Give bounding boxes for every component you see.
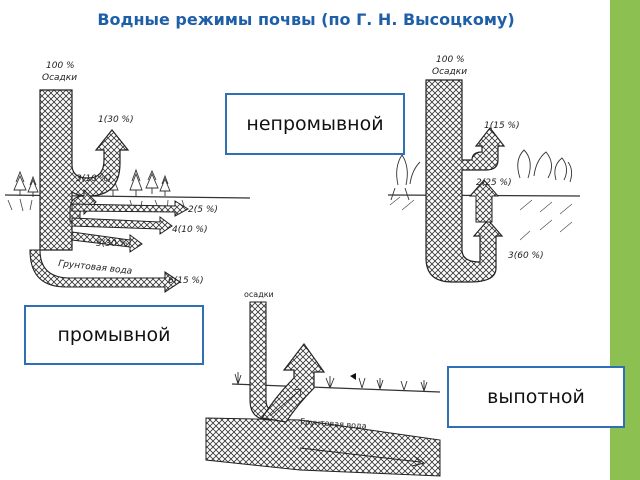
label-flow-1-left: 1(30 %): [98, 115, 134, 125]
label-top-osadki-left: Осадки: [42, 73, 77, 83]
label-top-osadki-right: Осадки: [432, 67, 467, 77]
label-top-osadki-bottom: осадки: [244, 290, 274, 299]
flow-arrow-2-right: [468, 179, 500, 223]
label-nepromyvnoy-text: непромывной: [246, 113, 384, 135]
label-flow-2-right: 2(25 %): [476, 178, 512, 188]
label-flow-2-left: 2(5 %): [188, 205, 218, 215]
capillary-rise-arrow: [261, 342, 326, 423]
label-promyvnoy-text: промывной: [57, 324, 171, 346]
groundwater-layer: [205, 417, 441, 477]
page-title: Водные режимы почвы (по Г. Н. Высоцкому): [97, 10, 515, 29]
label-flow-3-right: 3(60 %): [508, 251, 544, 261]
plant-icons-bottom: [234, 372, 428, 392]
label-vypotnoy: выпотной: [447, 366, 625, 428]
grass-icons-right: [390, 149, 573, 201]
soil-surface-bottom: [231, 383, 441, 393]
label-flow-1-right: 1(15 %): [484, 121, 520, 131]
label-flow-3-left: 3(10 %): [76, 174, 112, 184]
tree-icons-left: [13, 168, 171, 197]
label-flow-4-left: 4(10 %): [172, 225, 208, 235]
groundwater-flow-line: [299, 447, 421, 463]
label-top-percent-left: 100 %: [46, 61, 75, 71]
label-flow-5-left: 5(30 %): [96, 239, 132, 249]
label-flow-6-left: 6(15 %): [168, 276, 204, 286]
flow-arrow-6: [29, 249, 181, 294]
label-nepromyvnoy: непромывной: [225, 93, 405, 155]
diagram-nepromyvnoy: 100 % Осадки 1(15 %) 2(25 %) 3(60 %): [387, 55, 581, 283]
label-vypotnoy-text: выпотной: [487, 386, 585, 408]
surface-salt-dot: [350, 373, 356, 380]
diagram-promyvnoy: 100 % Осадки 1(30 %) 3(10 %) 2(5 %) 4(10…: [4, 61, 251, 294]
flow-arrow-4: [71, 216, 173, 235]
diagram-vypotnoy: осадки Грунтовая вода: [205, 290, 441, 477]
flow-arrow-2: [71, 200, 190, 217]
flow-arrow-5: [71, 231, 143, 253]
label-top-percent-right: 100 %: [436, 55, 465, 65]
precipitation-column-left: [39, 89, 130, 251]
label-promyvnoy: промывной: [24, 305, 204, 365]
label-groundwater-left: Грунтовая вода: [58, 259, 133, 277]
precipitation-column-right: [425, 79, 506, 283]
soil-hatch-right: [389, 196, 573, 241]
